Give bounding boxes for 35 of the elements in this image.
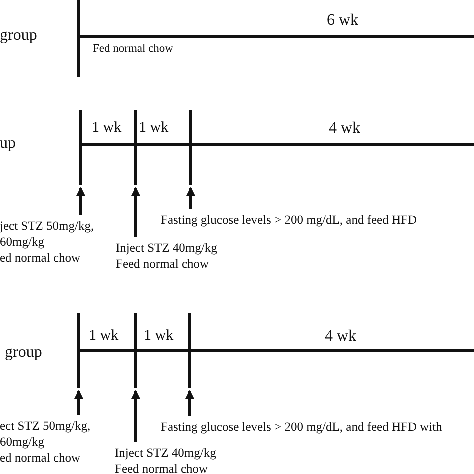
event-text: ject STZ 50mg/kg, [0,218,94,234]
arrow [131,187,141,237]
event-text: Feed normal chow [116,256,210,272]
event-text: Fasting glucose levels > 200 mg/dL, and feed HFD [161,212,417,228]
arrow [76,187,86,215]
event-text: Feed normal chow [115,461,210,474]
event-text: ed normal chow [0,450,82,466]
duration-label: 4 wk [325,328,357,346]
event-text: Inject STZ 40mg/kg [115,445,216,461]
duration-label: 1 wk [139,120,169,136]
arrow [185,390,195,416]
duration-label: 1 wk [92,120,122,136]
tick-mark [134,110,138,185]
event-text: ect STZ 50mg/kg, [0,418,91,434]
duration-label: 1 wk [144,328,174,344]
event-text: 60mg/kg [0,434,46,450]
tick-mark [190,110,192,185]
tick-mark [188,313,192,388]
group-label: group [5,344,42,362]
event-text: Fasting glucose levels > 200 mg/dL, and feed HFD with [161,419,442,435]
event-text: 60mg/kg [0,234,46,250]
duration-label: 1 wk [89,328,119,344]
arrow [186,187,196,209]
arrow [74,390,84,415]
duration-label: 6 wk [327,12,359,30]
arrow [131,390,141,442]
tick-mark [134,313,138,388]
tick-mark [78,313,80,388]
event-text: Inject STZ 40mg/kg [116,240,218,256]
event-text: ed normal chow [0,250,82,266]
group-label: up [0,135,16,153]
diet-note: Fed normal chow [93,43,174,56]
group-label: group [0,27,38,45]
duration-label: 4 wk [329,120,361,138]
tick-mark [80,110,82,185]
